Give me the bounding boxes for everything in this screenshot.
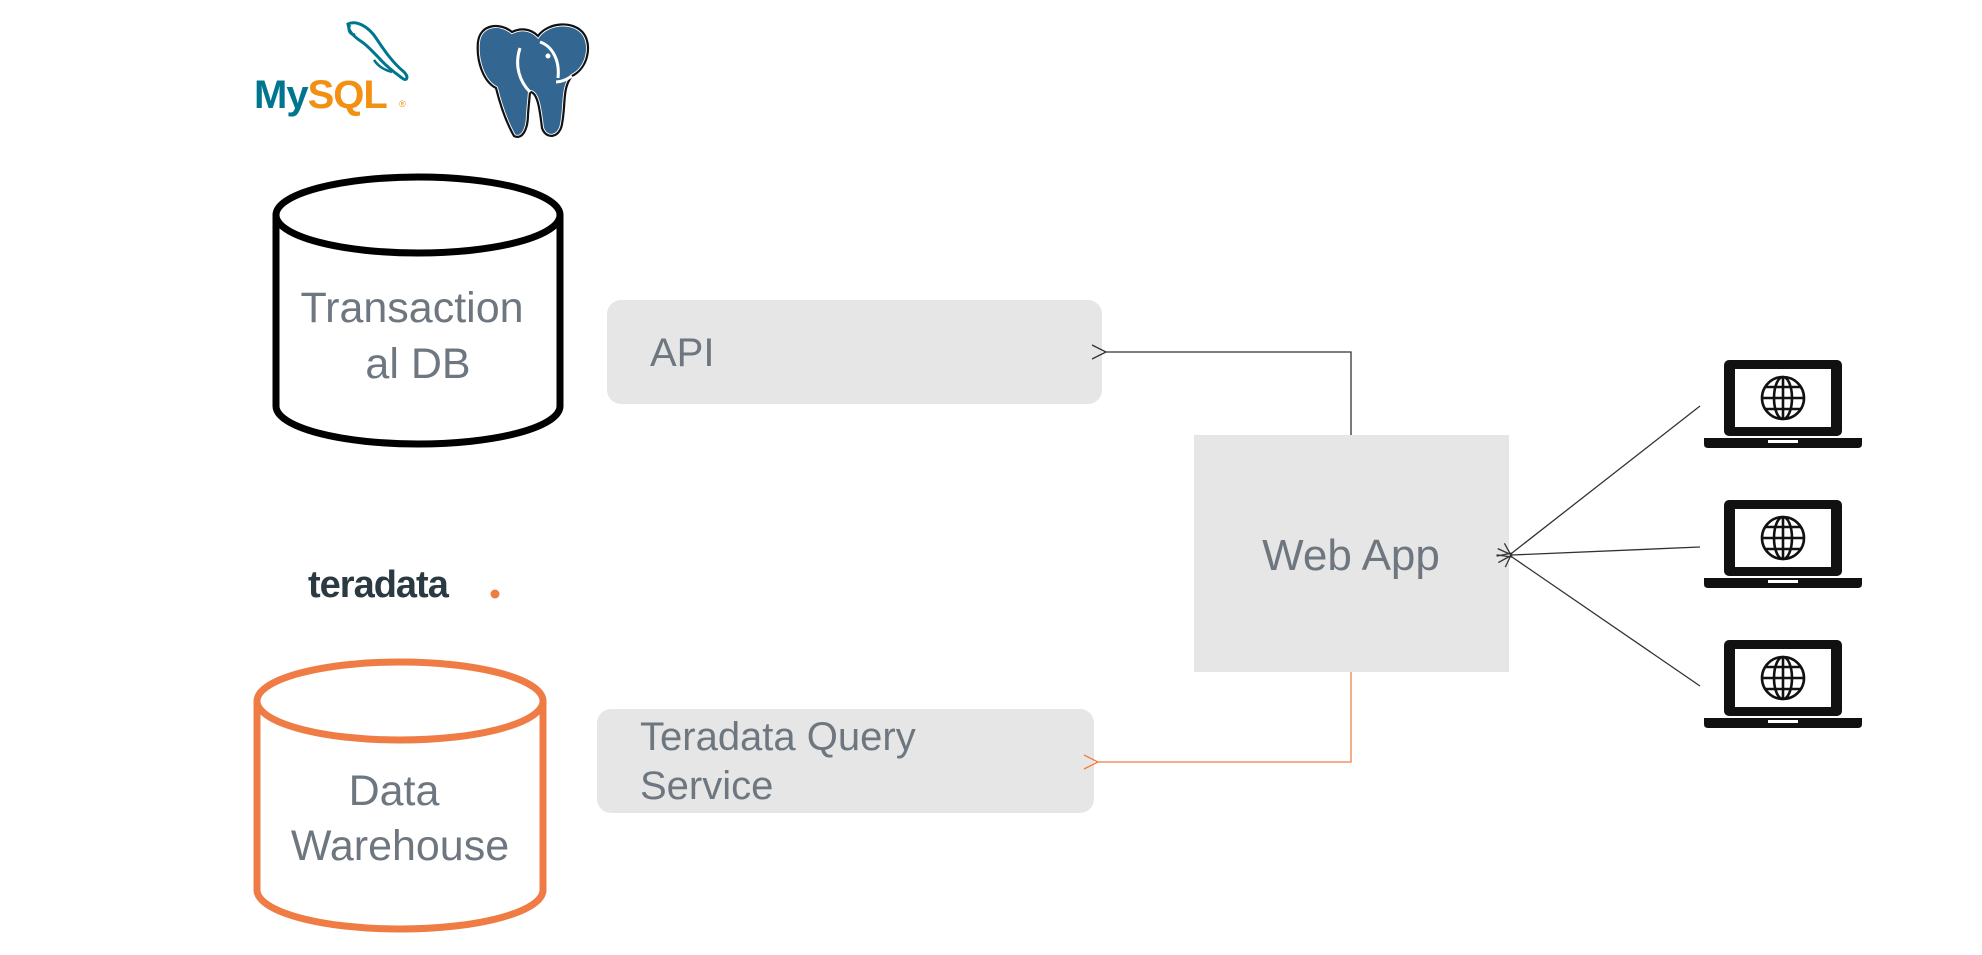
teradata-query-service-label-line: Teradata Query [640, 715, 916, 759]
transactional-db-label-line: Transaction [300, 284, 523, 332]
api-box: API [607, 300, 1102, 404]
mysql-logo: MySQL ® [254, 21, 409, 117]
data-warehouse-label-line: Warehouse [291, 822, 509, 870]
data-warehouse-label-line: Data [349, 767, 440, 815]
teradata-query-service-label-line: Service [640, 764, 773, 808]
postgresql-logo [475, 22, 590, 139]
client-3-to-webapp-connector [1512, 557, 1701, 687]
web-app-label-line: Web App [1262, 531, 1440, 580]
transactional-db-label-line: al DB [365, 340, 470, 388]
data-warehouse-cylinder: Data Warehouse [253, 658, 547, 933]
api-label-line: API [650, 331, 714, 375]
laptop-globe-icon [1702, 638, 1864, 730]
webapp-to-query-service-connector [1098, 672, 1352, 762]
data-warehouse-label: Data Warehouse [291, 767, 509, 870]
transactional-db-label: Transaction al DB [300, 284, 535, 388]
teradata-query-service-label: Teradata Query Service [640, 715, 927, 808]
client-1-to-webapp-connector [1512, 405, 1701, 553]
laptop-globe-icon [1702, 498, 1864, 590]
teradata-query-service-box: Teradata Query Service [597, 709, 1094, 813]
svg-text:®: ® [399, 99, 406, 109]
api-label: API [650, 331, 714, 375]
transactional-db-cylinder: Transaction al DB [272, 173, 564, 448]
laptop-globe-icon [1702, 358, 1864, 450]
webapp-to-api-connector [1106, 352, 1352, 435]
web-app-box: Web App [1194, 435, 1509, 672]
client-2-to-webapp-connector [1512, 546, 1701, 555]
teradata-logo: teradata [308, 564, 500, 606]
svg-text:MySQL: MySQL [254, 73, 387, 117]
svg-text:teradata: teradata [308, 564, 450, 606]
web-app-label: Web App [1262, 531, 1440, 580]
